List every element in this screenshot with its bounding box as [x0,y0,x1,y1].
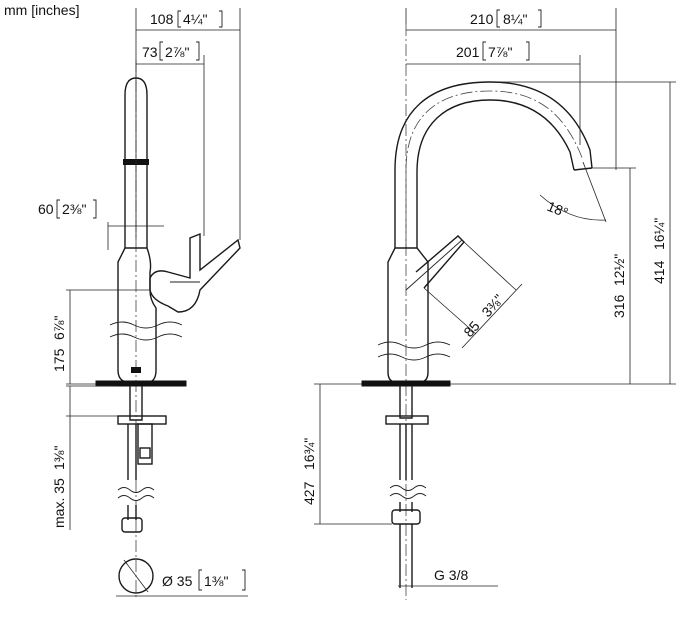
dim-108-value: 108 [150,11,174,27]
dim-max35-value: max. 35 [51,478,67,528]
side-break-line [109,321,183,329]
front-lever [415,235,465,289]
ext-line-85-b [463,241,517,291]
side-hose-fitting [121,517,143,533]
side-break-line-2 [109,333,183,341]
front-deck-plate [361,380,451,387]
dim-175-value: 175 [51,348,67,372]
front-nut [385,415,429,425]
dim-316-value: 316 [611,294,627,318]
side-mounting-hole [118,558,154,594]
side-body [117,247,157,383]
dim-73-brackets [159,41,200,61]
side-hose-break-2 [117,495,155,501]
front-hose-break [389,485,427,491]
side-lever [149,232,241,313]
front-body [387,247,429,383]
dim-210-inch: 8¼" [503,11,527,27]
thread-label: G 3/8 [434,567,468,583]
dim-max35-inch: 1⅜" [51,446,67,470]
angle-arc [539,194,607,221]
dim-leader-dia35 [123,559,149,593]
side-stud-hex [139,447,151,459]
dim-85-value: 85 [460,318,482,340]
dim-line-85 [461,283,523,349]
ext-line-85-a [423,287,477,335]
front-spout-center [405,90,584,248]
dim-210-brackets [496,9,542,28]
front-break-line [377,341,451,349]
angle-value: 18° [545,198,571,221]
dim-414-inch: 16¼" [651,218,667,250]
front-view: 210 8¼" 201 7⅞" 18° 414 16¼" 316 12½" 85… [301,8,676,600]
side-body-mark [131,367,141,373]
dim-108-brackets [177,10,223,28]
front-hose-break-2 [389,493,427,499]
front-hose-fitting [391,509,421,525]
dim-73-inch: 2⅞" [165,44,189,60]
front-spout-outer [394,81,593,248]
side-deck-plate [95,380,187,387]
dim-210-value: 210 [470,11,494,27]
side-hose-break [117,487,155,493]
dim-201-brackets [482,41,530,61]
side-view: 108 4¼" 73 2⅞" 60 2⅜" 175 6⅞" max. 35 1⅜… [38,8,248,600]
dim-60-value: 60 [38,201,54,217]
dim-60-brackets [56,199,97,219]
front-spout-tip [573,167,593,171]
front-lever-axis [405,239,463,291]
dim-73-value: 73 [142,44,158,60]
front-break-line-2 [377,353,451,361]
dim-414-value: 414 [651,260,667,284]
dim-427-inch: 16¾" [301,438,317,470]
dim-201-inch: 7⅞" [488,44,512,60]
dim-175-inch: 6⅞" [51,316,67,340]
dim-108-inch: 4¼" [183,11,207,27]
side-stud [137,423,153,465]
dim-dia35-brackets [198,569,246,591]
dim-60-inch: 2⅜" [62,201,86,217]
dim-dia35-inch: 1⅜" [204,573,228,589]
dim-201-value: 201 [456,44,480,60]
dim-316-inch: 12½" [611,254,627,286]
units-label: mm [inches] [4,2,80,18]
angle-ref-line [582,161,607,223]
dim-dia35-value: Ø 35 [162,573,193,589]
front-spout-inner [416,99,575,248]
dim-427-value: 427 [301,481,317,505]
side-shank [129,386,143,421]
dim-85-inch: 3⅜" [478,291,506,320]
front-shank [399,386,413,419]
